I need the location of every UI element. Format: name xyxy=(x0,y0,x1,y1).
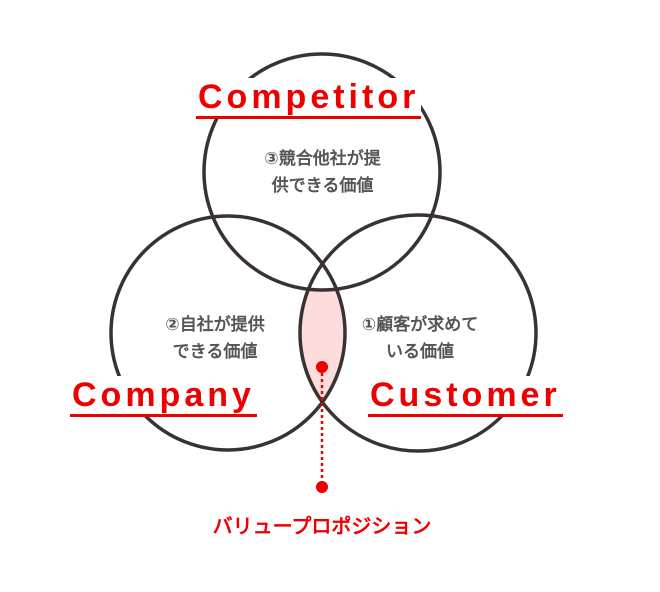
company-label: Company xyxy=(70,376,257,417)
competitor-text-line1: ③競合他社が提 xyxy=(264,149,381,169)
customer-text-line1: ①顧客が求めて xyxy=(361,315,479,335)
competitor-value-text: ③競合他社が提 供できる価値 xyxy=(230,146,415,200)
pointer-dot-top xyxy=(316,361,328,373)
company-value-text: ②自社が提供 できる価値 xyxy=(140,312,290,366)
competitor-text-line2: 供できる価値 xyxy=(271,176,374,196)
value-proposition-label: バリュープロポジション xyxy=(212,514,432,538)
competitor-circle xyxy=(202,52,442,292)
competitor-label: Competitor xyxy=(196,78,422,119)
company-circle xyxy=(109,214,347,452)
customer-circle xyxy=(298,213,538,453)
customer-value-text: ①顧客が求めて いる価値 xyxy=(340,312,500,366)
pointer-dot-bottom xyxy=(316,481,328,493)
customer-text-line2: いる価値 xyxy=(386,342,454,362)
company-text-line2: できる価値 xyxy=(172,342,258,362)
company-text-line1: ②自社が提供 xyxy=(165,315,265,335)
customer-label: Customer xyxy=(368,376,563,417)
